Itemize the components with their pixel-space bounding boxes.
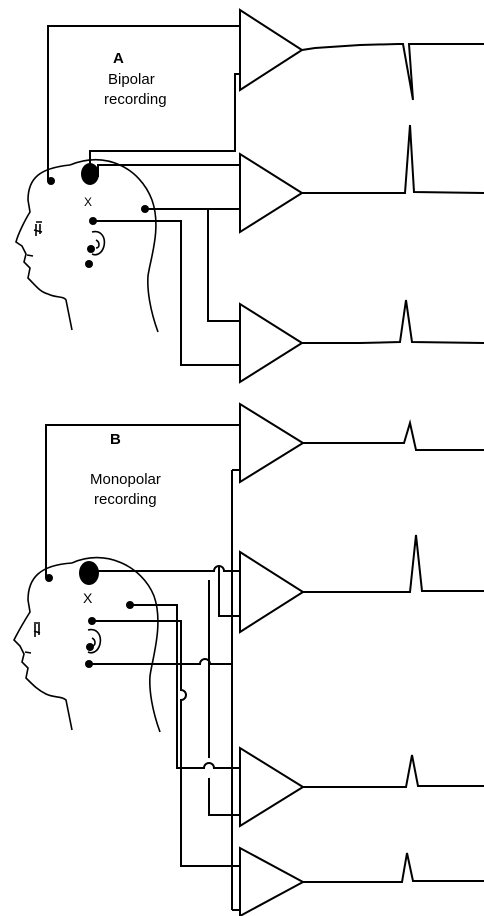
eye-b bbox=[33, 622, 41, 637]
panel-a-title-line2: recording bbox=[104, 91, 167, 108]
panel-b-title-line2: recording bbox=[94, 491, 157, 508]
trace-b-2 bbox=[303, 534, 484, 593]
trace-b-4 bbox=[303, 852, 484, 883]
electrode-b-6 bbox=[85, 660, 93, 668]
amplifier-b-4 bbox=[239, 846, 306, 916]
trace-a-3 bbox=[302, 299, 484, 344]
ear-b bbox=[87, 628, 102, 654]
panel-a-title-line1: Bipolar bbox=[108, 71, 155, 88]
panel-b-site-marker: X bbox=[83, 590, 93, 606]
amplifier-a-2 bbox=[239, 152, 304, 234]
head-profile-a bbox=[15, 158, 159, 333]
panel-b-letter: B bbox=[110, 431, 121, 448]
amplifier-b-3 bbox=[239, 746, 305, 828]
electrode-a-6 bbox=[85, 260, 93, 268]
eye-a bbox=[33, 221, 43, 236]
panel-b-monopolar: B Monopolar recording X bbox=[13, 402, 484, 916]
wires-a bbox=[47, 25, 240, 366]
trace-b-3 bbox=[303, 754, 484, 788]
electrode-b-focus bbox=[79, 561, 99, 585]
electrode-b-5 bbox=[86, 643, 94, 651]
trace-b-1 bbox=[303, 419, 484, 451]
panel-a-letter: A bbox=[113, 50, 124, 67]
electrode-a-5 bbox=[87, 245, 95, 253]
panel-a-bipolar: A Bipolar recording X bbox=[15, 8, 484, 384]
amplifier-a-1 bbox=[239, 8, 304, 92]
wires-b bbox=[45, 424, 240, 911]
panel-b-title-line1: Monopolar bbox=[90, 471, 161, 488]
mouth-b bbox=[24, 651, 32, 654]
trace-a-2 bbox=[302, 124, 484, 194]
trace-a-1 bbox=[301, 43, 484, 101]
ear-a bbox=[91, 230, 106, 256]
head-profile-b bbox=[13, 556, 161, 733]
mouth-a bbox=[26, 254, 34, 257]
amplifier-b-2 bbox=[239, 550, 305, 634]
amplifier-a-3 bbox=[239, 302, 304, 384]
panel-a-site-marker: X bbox=[84, 195, 92, 209]
amplifier-b-1 bbox=[239, 402, 305, 484]
